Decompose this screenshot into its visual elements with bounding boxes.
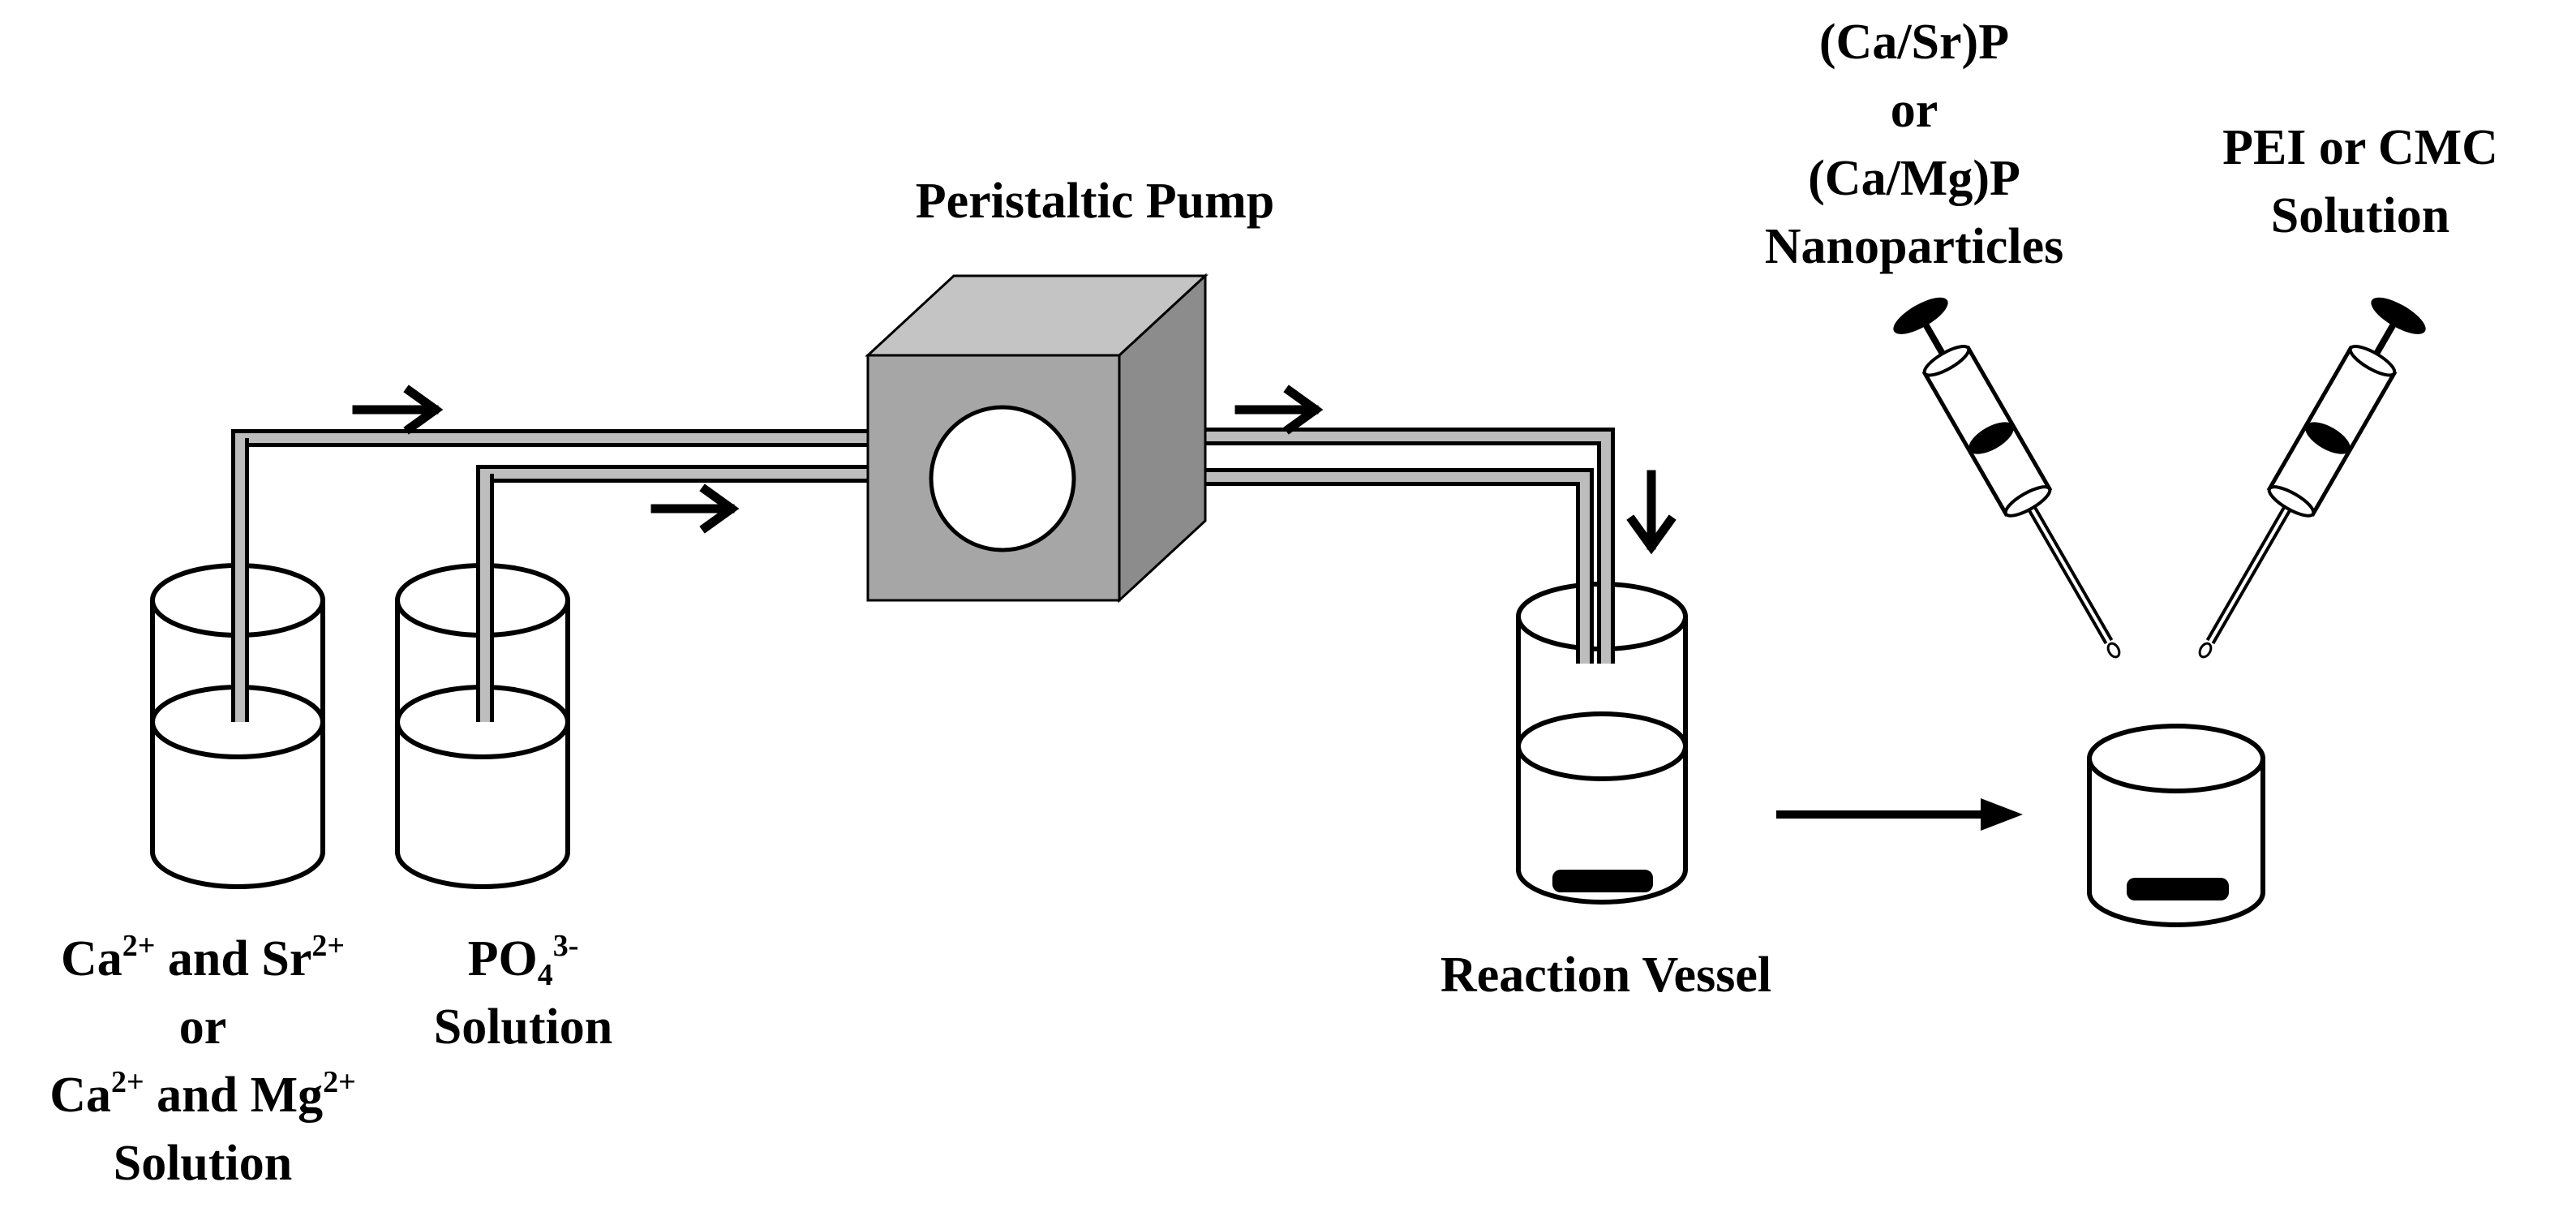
nanoparticles-line-1: (Ca/Sr)P	[1818, 15, 2010, 70]
nanoparticles-line-3: (Ca/Mg)P	[1808, 151, 2020, 206]
stir-bar-icon	[2127, 878, 2229, 900]
stir-bar-icon	[1552, 870, 1653, 892]
syringe-icon	[2198, 297, 2426, 659]
phosphate-line-1: PO43-	[467, 929, 579, 992]
arrow-icon	[1776, 798, 2023, 831]
polymer-line-2: Solution	[2270, 188, 2450, 243]
beaker-icon	[1516, 582, 1688, 905]
peristaltic-pump-icon	[865, 273, 1209, 604]
arrow-icon	[650, 484, 740, 534]
syringe-icon	[1893, 297, 2121, 659]
cation-solution-label: Ca2+ and Sr2+ or Ca2+ and Mg2+ Solution	[8, 925, 397, 1197]
arrow-icon	[1234, 385, 1324, 435]
arrow-icon	[1626, 470, 1677, 555]
phosphate-line-2: Solution	[433, 999, 613, 1055]
tube-vessel-dip	[1576, 568, 1615, 664]
flow-arrows	[352, 385, 1677, 555]
polymer-line-1: PEI or CMC	[2222, 120, 2498, 175]
reaction-vessel-label: Reaction Vessel	[1363, 941, 1849, 1009]
cation-line-2: or	[178, 999, 227, 1055]
arrow-icon	[352, 385, 444, 435]
pump-label: Peristaltic Pump	[827, 167, 1363, 235]
nanoparticles-label: (Ca/Sr)P or (Ca/Mg)P Nanoparticles	[1695, 8, 2133, 281]
nanoparticles-line-2: or	[1890, 83, 1938, 138]
polymer-solution-label: PEI or CMC Solution	[2149, 114, 2571, 250]
nanoparticles-line-4: Nanoparticles	[1764, 219, 2064, 274]
phosphate-solution-label: PO43- Solution	[389, 925, 657, 1061]
cation-line-3: Ca2+ and Mg2+	[49, 1065, 356, 1123]
cation-line-1: Ca2+ and Sr2+	[60, 929, 346, 986]
beaker-icon	[150, 563, 325, 889]
reaction-vessel-text: Reaction Vessel	[1440, 948, 1772, 1003]
cation-line-4: Solution	[113, 1136, 293, 1191]
pump-label-text: Peristaltic Pump	[915, 174, 1275, 229]
